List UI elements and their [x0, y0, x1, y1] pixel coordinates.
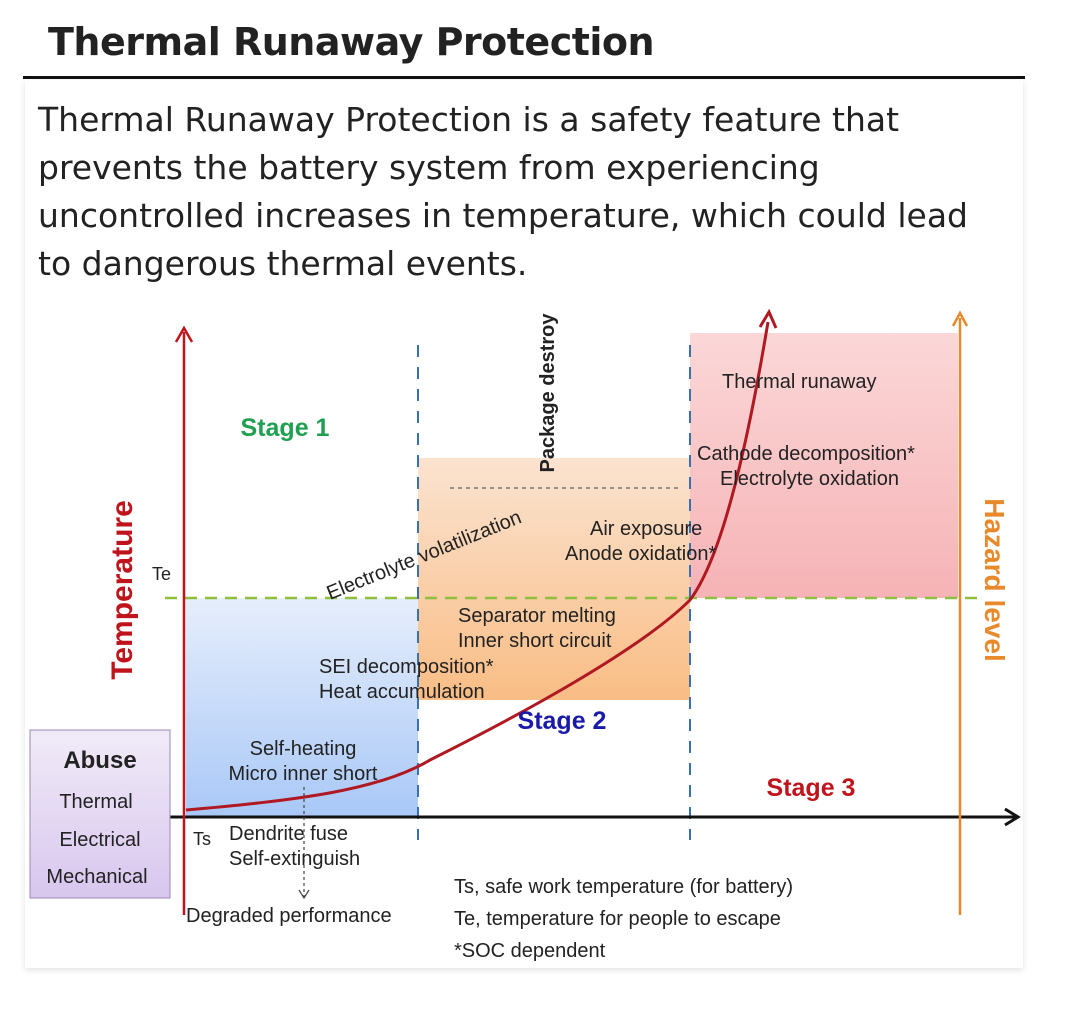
- stage3-label: Stage 3: [767, 774, 856, 802]
- event-separator-melting: Separator melting: [458, 605, 616, 627]
- temperature-curve-arrow-icon: [758, 308, 778, 329]
- title-divider: [23, 76, 1025, 79]
- event-self-extinguish: Self-extinguish: [229, 848, 360, 870]
- description-text: Thermal Runaway Protection is a safety f…: [38, 100, 968, 283]
- abuse-mechanical: Mechanical: [46, 866, 147, 888]
- temperature-curve: [185, 321, 770, 812]
- abuse-thermal: Thermal: [59, 791, 132, 813]
- page-title: Thermal Runaway Protection: [48, 20, 655, 64]
- time-axis-arrow-icon: [1004, 807, 1021, 827]
- abuse-title: Abuse: [63, 747, 136, 774]
- stage2-region: [418, 458, 690, 700]
- stage1-label: Stage 1: [241, 414, 330, 442]
- event-self-heating: Self-heating: [250, 738, 357, 760]
- legend-ts: Ts, safe work temperature (for battery): [454, 876, 793, 898]
- legend-te: Te, temperature for people to escape: [454, 908, 781, 930]
- abuse-electrical: Electrical: [59, 829, 140, 851]
- te-label: Te: [152, 564, 171, 584]
- temperature-axis-label: Temperature: [106, 500, 139, 680]
- event-sei-decomposition: SEI decomposition*: [319, 656, 494, 678]
- legend-soc: *SOC dependent: [454, 940, 606, 962]
- degradation-arrow-icon: [298, 889, 310, 900]
- stage2-label: Stage 2: [518, 707, 607, 735]
- event-thermal-runaway: Thermal runaway: [722, 371, 877, 393]
- event-inner-short-circuit: Inner short circuit: [458, 630, 612, 652]
- ts-label: Ts: [193, 829, 211, 849]
- stage3-region: [690, 333, 958, 598]
- hazard-axis-arrow-icon: [951, 310, 969, 327]
- hazard-axis-label: Hazard level: [979, 498, 1010, 661]
- event-degraded-performance: Degraded performance: [186, 905, 392, 927]
- event-dendrite-fuse: Dendrite fuse: [229, 823, 348, 845]
- abuse-box: [29, 729, 171, 899]
- temperature-axis-arrow-icon: [174, 325, 194, 343]
- event-micro-inner-short: Micro inner short: [229, 763, 378, 785]
- event-anode-oxidation: Anode oxidation*: [565, 543, 716, 565]
- package-destroy-label: Package destroy: [537, 313, 559, 473]
- event-air-exposure: Air exposure: [590, 518, 702, 540]
- event-heat-accumulation: Heat accumulation: [319, 681, 485, 703]
- event-electrolyte-oxidation: Electrolyte oxidation: [720, 468, 899, 490]
- event-cathode-decomposition: Cathode decomposition*: [697, 443, 915, 465]
